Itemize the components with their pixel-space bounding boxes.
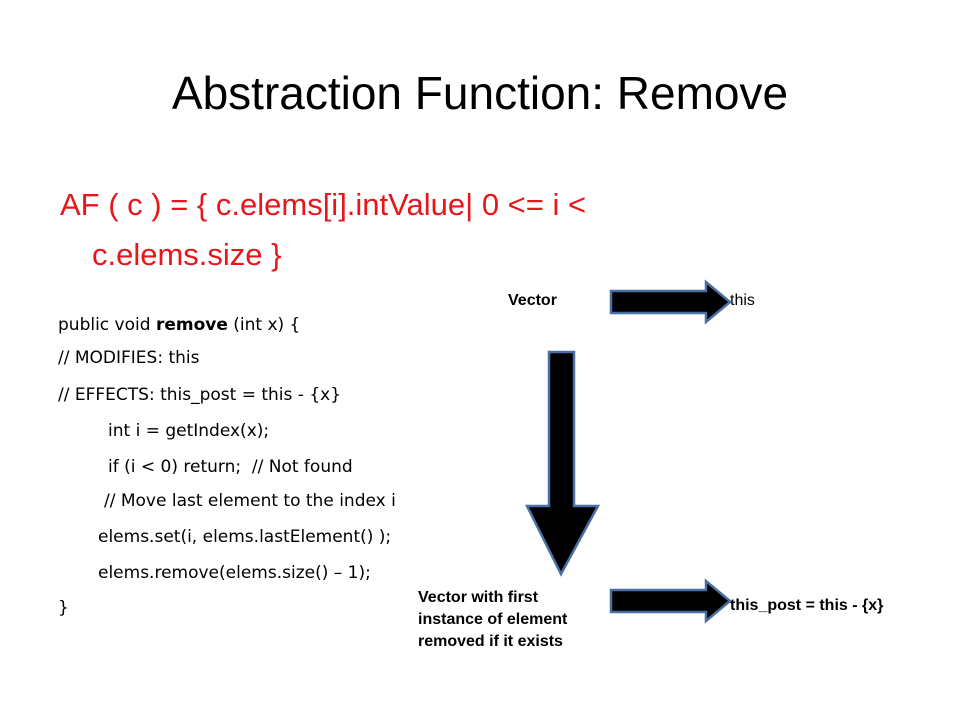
- code-set: elems.set(i, elems.lastElement() );: [98, 527, 392, 547]
- slide-title: Abstraction Function: Remove: [171, 67, 789, 119]
- code-signature: public void remove (int x) {: [58, 314, 300, 336]
- code-modifies: // MODIFIES: this: [58, 348, 200, 368]
- signature-suffix: (int x) {: [227, 315, 301, 335]
- af-line-2: c.elems.size }: [92, 237, 282, 272]
- code-if: if (i < 0) return; // Not found: [108, 457, 353, 477]
- vector-removed-label: Vector with first instance of element re…: [418, 587, 567, 653]
- abstraction-function: AF ( c ) = { c.elems[i].intValue| 0 <= i…: [60, 180, 760, 280]
- bottom-right-arrow: [609, 578, 732, 624]
- signature-prefix: public void: [58, 315, 156, 335]
- vector-removed-line-1: Vector with first: [418, 589, 539, 606]
- vector-label: Vector: [508, 292, 557, 309]
- code-comment: // Move last element to the index i: [104, 491, 396, 511]
- signature-method: remove: [155, 315, 228, 335]
- code-effects: // EFFECTS: this_post = this - {x}: [58, 385, 342, 405]
- this-label: this: [730, 292, 755, 309]
- code-closing: }: [58, 598, 69, 618]
- vector-removed-line-2: instance of element: [418, 611, 568, 628]
- down-arrow: [524, 350, 601, 577]
- vector-removed-line-3: removed if it exists: [418, 633, 563, 650]
- this-post-label: this_post = this - {x}: [730, 597, 884, 614]
- code-getindex: int i = getIndex(x);: [108, 421, 270, 441]
- code-remove: elems.remove(elems.size() – 1);: [98, 563, 371, 583]
- af-line-1: AF ( c ) = { c.elems[i].intValue| 0 <= i…: [60, 187, 587, 222]
- top-right-arrow: [609, 279, 732, 325]
